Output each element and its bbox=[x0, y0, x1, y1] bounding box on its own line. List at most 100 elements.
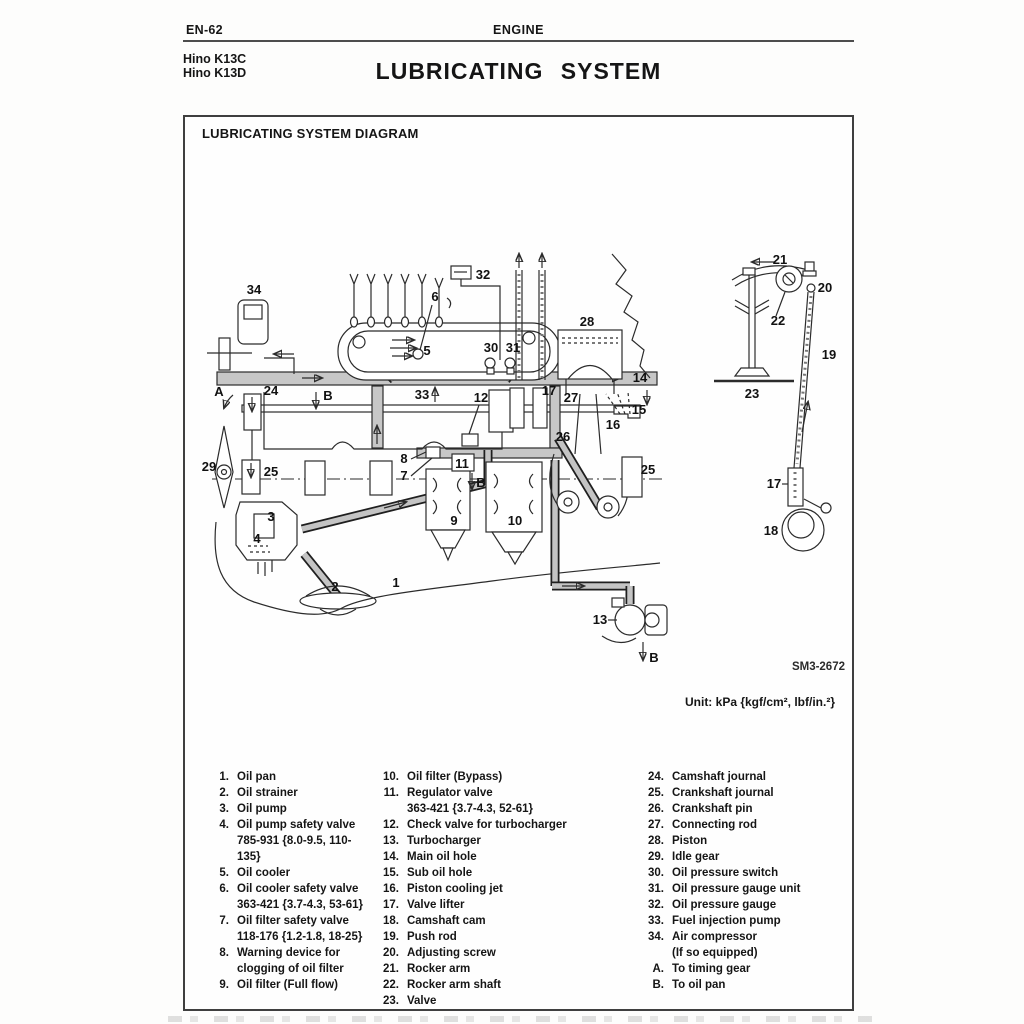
callout-label: B bbox=[323, 388, 332, 403]
legend-item: 20.Adjusting screw bbox=[375, 945, 625, 961]
page-title: LUBRICATING SYSTEM bbox=[375, 58, 662, 84]
legend-item-text: To timing gear bbox=[672, 963, 751, 975]
header-rule bbox=[183, 40, 854, 42]
legend-item-number: 33. bbox=[648, 915, 664, 927]
legend-item: 2.Oil strainer bbox=[205, 785, 373, 801]
legend-item: 9.Oil filter (Full flow) bbox=[205, 977, 373, 993]
section-header: ENGINE bbox=[493, 23, 544, 37]
callout-label: 27 bbox=[564, 390, 578, 405]
legend-item-text: Oil strainer bbox=[237, 787, 298, 799]
legend-item-text: Camshaft cam bbox=[407, 915, 486, 927]
legend-item-number: 3. bbox=[219, 803, 229, 815]
callout-label: 25 bbox=[264, 464, 278, 479]
callout-label: 31 bbox=[506, 340, 520, 355]
legend-item-number: 4. bbox=[219, 819, 229, 831]
legend-item-number: 26. bbox=[648, 803, 664, 815]
legend-item-text: Oil pressure gauge unit bbox=[672, 883, 801, 895]
timing-gear-arrow bbox=[224, 394, 234, 408]
legend-item: 16.Piston cooling jet bbox=[375, 881, 625, 897]
legend-item-number: A. bbox=[652, 963, 665, 975]
legend-item-number: 5. bbox=[219, 867, 229, 879]
legend-item: A. To timing gear bbox=[640, 961, 852, 977]
legend-item-text: Valve bbox=[407, 995, 437, 1007]
legend-item: B. To oil pan bbox=[640, 977, 852, 993]
legend-item-number: 16. bbox=[383, 883, 399, 895]
callout-label: 12 bbox=[474, 390, 488, 405]
legend-item-number: 19. bbox=[383, 931, 399, 943]
legend-item-number: 9. bbox=[219, 979, 229, 991]
callout-label: 29 bbox=[202, 459, 216, 474]
legend-item: 23.Valve bbox=[375, 993, 625, 1009]
legend-item: 1.Oil pan bbox=[205, 769, 373, 785]
legend-item-text: Idle gear bbox=[672, 851, 720, 863]
legend-item-number: 22. bbox=[383, 979, 399, 991]
legend-item-text: Rocker arm bbox=[407, 963, 471, 975]
callout-label: 8 bbox=[400, 451, 407, 466]
cropped-footer-text bbox=[168, 1016, 872, 1022]
callout-label: A bbox=[214, 384, 224, 399]
legend-item-number: 20. bbox=[383, 947, 399, 959]
legend-item-number: 7. bbox=[219, 915, 229, 927]
legend-item-number: 8. bbox=[219, 947, 229, 959]
legend-item-text: Main oil hole bbox=[407, 851, 477, 863]
legend-item-number: B. bbox=[652, 979, 665, 991]
legend-item: 27.Connecting rod bbox=[640, 817, 852, 833]
legend-item: 34.Air compressor(If so equipped) bbox=[640, 929, 852, 961]
callout-label: 24 bbox=[264, 383, 279, 398]
unit-note: Unit: kPa {kgf/cm², lbf/in.²} bbox=[684, 695, 835, 709]
engine-block-drawing bbox=[263, 253, 651, 496]
legend-item-number: 1. bbox=[219, 771, 229, 783]
legend-item-number: 15. bbox=[383, 867, 399, 879]
legend-item: 30.Oil pressure switch bbox=[640, 865, 852, 881]
callout-label: 16 bbox=[606, 417, 620, 432]
legend-item-text: Rocker arm shaft bbox=[407, 979, 501, 991]
model-name-2: Hino K13D bbox=[183, 66, 247, 80]
oil-galleries-drawing bbox=[212, 371, 662, 480]
cam-lifter-drawing bbox=[781, 467, 832, 552]
legend-item: 28.Piston bbox=[640, 833, 852, 849]
legend-item: 24.Camshaft journal bbox=[640, 769, 852, 785]
legend-item-text: Push rod bbox=[407, 931, 457, 943]
callout-label: 1 bbox=[392, 575, 399, 590]
legend-item-text: Fuel injection pump bbox=[672, 915, 781, 927]
legend-item: 13.Turbocharger bbox=[375, 833, 625, 849]
legend-item: 26.Crankshaft pin bbox=[640, 801, 852, 817]
legend-item-number: 6. bbox=[219, 883, 229, 895]
callout-label: 19 bbox=[822, 347, 836, 362]
legend-item: 5.Oil cooler bbox=[205, 865, 373, 881]
legend-item-text: To oil pan bbox=[672, 979, 726, 991]
valve-train-drawing bbox=[714, 262, 817, 469]
legend-item-number: 14. bbox=[383, 851, 399, 863]
legend-item: 19. Push rod bbox=[375, 929, 625, 945]
callout-label: 14 bbox=[633, 370, 648, 385]
legend-item-text: Sub oil hole bbox=[407, 867, 473, 879]
figure-code: SM3-2672 bbox=[791, 661, 845, 673]
legend-item-text: Camshaft journal bbox=[672, 771, 766, 783]
legend-item-text: Oil pump bbox=[237, 803, 287, 815]
legend-item: 31.Oil pressure gauge unit bbox=[640, 881, 852, 897]
callout-label: 5 bbox=[423, 343, 430, 358]
model-name-1: Hino K13C bbox=[183, 52, 247, 66]
legend-item: 29.Idle gear bbox=[640, 849, 852, 865]
legend-item: 32.Oil pressure gauge bbox=[640, 897, 852, 913]
page-code: EN-62 bbox=[186, 23, 223, 37]
legend-item-number: 18. bbox=[383, 915, 399, 927]
legend-item: 21.Rocker arm bbox=[375, 961, 625, 977]
idle-gear-drawing bbox=[214, 425, 234, 509]
callout-label: 20 bbox=[818, 280, 832, 295]
callout-label: 25 bbox=[641, 462, 655, 477]
legend-item-text: Air compressor(If so equipped) bbox=[672, 931, 758, 959]
callout-label: 34 bbox=[247, 282, 262, 297]
callout-label: 22 bbox=[771, 313, 785, 328]
legend-item-text: Piston bbox=[672, 835, 708, 847]
legend-item-number: 13. bbox=[383, 835, 399, 847]
callout-label: 18 bbox=[764, 523, 778, 538]
